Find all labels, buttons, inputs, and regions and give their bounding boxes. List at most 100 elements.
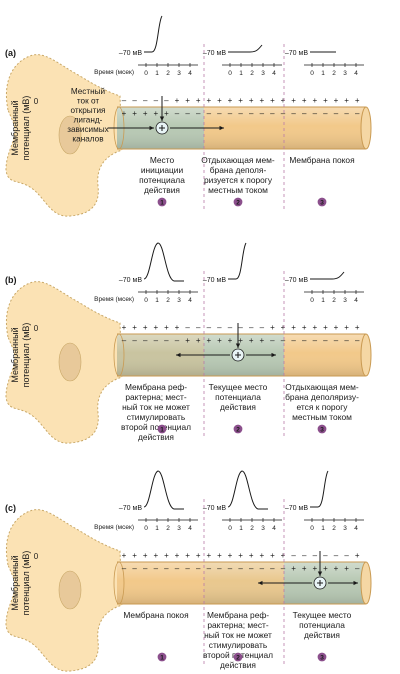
- segment-caption: потенциала: [215, 392, 261, 402]
- segment-caption: брана деполяризу-: [285, 392, 359, 402]
- membrane-sign-top: +: [270, 96, 275, 105]
- membrane-sign-top: –: [164, 96, 169, 105]
- membrane-sign-top: –: [154, 96, 159, 105]
- membrane-sign-top: +: [153, 323, 158, 332]
- nucleus: [58, 342, 82, 382]
- axis-tick-label: 3: [177, 525, 181, 532]
- membrane-sign-top: –: [291, 551, 296, 560]
- membrane-sign-top: +: [312, 96, 317, 105]
- membrane-sign-bottom: –: [249, 109, 254, 118]
- membrane-sign-top: +: [302, 323, 307, 332]
- membrane-sign-top: +: [196, 551, 201, 560]
- axis-tick-label: 0: [144, 525, 148, 532]
- membrane-sign-top: +: [228, 96, 233, 105]
- membrane-sign-top: –: [132, 96, 137, 105]
- membrane-sign-top: +: [355, 323, 360, 332]
- membrane-sign-top: –: [238, 323, 243, 332]
- membrane-sign-bottom: –: [228, 564, 233, 573]
- membrane-sign-bottom: –: [334, 109, 339, 118]
- membrane-sign-bottom: –: [270, 109, 275, 118]
- membrane-sign-bottom: –: [302, 336, 307, 345]
- local-current-note: лиганд-: [74, 116, 103, 125]
- membrane-sign-top: +: [185, 551, 190, 560]
- local-current-arrow-left-head: [258, 580, 263, 586]
- membrane-sign-bottom: –: [228, 109, 233, 118]
- membrane-sign-bottom: +: [206, 336, 211, 345]
- membrane-sign-top: –: [196, 323, 201, 332]
- membrane-sign-bottom: +: [143, 109, 148, 118]
- step-number: 2: [236, 427, 240, 434]
- membrane-sign-top: –: [185, 323, 190, 332]
- axis-tick-label: 1: [239, 70, 243, 77]
- segment-caption: ный ток не может: [204, 630, 272, 640]
- y-label-line-2: потенциал (мВ): [21, 323, 31, 388]
- membrane-sign-bottom: +: [291, 564, 296, 573]
- membrane-sign-top: +: [334, 323, 339, 332]
- membrane-sign-top: +: [270, 323, 275, 332]
- segment-caption: Мембрана покоя: [289, 155, 354, 165]
- membrane-sign-top: –: [323, 551, 328, 560]
- membrane-sign-bottom: –: [164, 336, 169, 345]
- membrane-sign-top: –: [302, 551, 307, 560]
- membrane-sign-top: +: [249, 551, 254, 560]
- membrane-sign-bottom: –: [217, 109, 222, 118]
- segment-caption: потенциала: [299, 620, 345, 630]
- time-axis-label: Время (мсек): [94, 524, 134, 531]
- membrane-sign-top: +: [323, 96, 328, 105]
- segment-caption: Отдыхающая мем-: [285, 382, 359, 392]
- membrane-sign-bottom: +: [302, 564, 307, 573]
- step-number: 3: [320, 200, 324, 207]
- zero-mark: 0: [34, 97, 39, 106]
- membrane-sign-bottom: –: [355, 109, 360, 118]
- segment-caption: действия: [304, 630, 340, 640]
- axis-tick-label: 3: [177, 70, 181, 77]
- axis-tick-label: 1: [321, 297, 325, 304]
- local-current-arrow-right-head: [353, 580, 358, 586]
- membrane-sign-bottom: –: [281, 564, 286, 573]
- axis-tick-label: 1: [321, 70, 325, 77]
- membrane-sign-bottom: +: [344, 564, 349, 573]
- membrane-potential-trace: [310, 470, 329, 508]
- membrane-sign-bottom: –: [217, 564, 222, 573]
- membrane-sign-bottom: +: [334, 564, 339, 573]
- axis-tick-label: 2: [250, 525, 254, 532]
- local-current-note: Местный: [71, 87, 105, 96]
- membrane-sign-top: +: [281, 551, 286, 560]
- inflow-arrow-head: [235, 343, 241, 348]
- time-axis-label: Время (мсек): [94, 69, 134, 76]
- membrane-sign-bottom: –: [143, 564, 148, 573]
- axis-tick-label: 0: [310, 525, 314, 532]
- membrane-sign-bottom: –: [185, 109, 190, 118]
- membrane-sign-bottom: +: [249, 336, 254, 345]
- resting-potential-label: –70 мВ: [119, 505, 142, 512]
- membrane-potential-trace: [143, 470, 184, 510]
- membrane-sign-bottom: +: [238, 336, 243, 345]
- axis-tick-label: 3: [343, 297, 347, 304]
- step-number-badge: [317, 197, 327, 207]
- membrane-sign-top: +: [206, 551, 211, 560]
- membrane-sign-bottom: –: [154, 564, 159, 573]
- membrane-sign-bottom: –: [291, 336, 296, 345]
- axis-tick-label: 3: [177, 297, 181, 304]
- membrane-sign-bottom: –: [323, 336, 328, 345]
- axon-outline: [117, 561, 366, 605]
- membrane-sign-top: +: [238, 96, 243, 105]
- step-number: 3: [320, 655, 324, 662]
- membrane-sign-top: +: [291, 323, 296, 332]
- membrane-sign-bottom: –: [132, 564, 137, 573]
- axon-start-cap: [113, 561, 125, 605]
- membrane-potential-trace: [144, 15, 163, 53]
- membrane-sign-top: +: [217, 96, 222, 105]
- membrane-sign-top: –: [143, 96, 148, 105]
- y-label-line-1: Мембранный: [10, 100, 20, 155]
- plus-icon: [159, 125, 165, 131]
- membrane-sign-bottom: –: [122, 564, 127, 573]
- membrane-sign-top: –: [313, 551, 318, 560]
- membrane-sign-bottom: –: [238, 564, 243, 573]
- membrane-sign-top: +: [164, 323, 169, 332]
- inflow-arrow-head: [317, 571, 323, 576]
- segment-caption: рактерна; мест-: [207, 620, 269, 630]
